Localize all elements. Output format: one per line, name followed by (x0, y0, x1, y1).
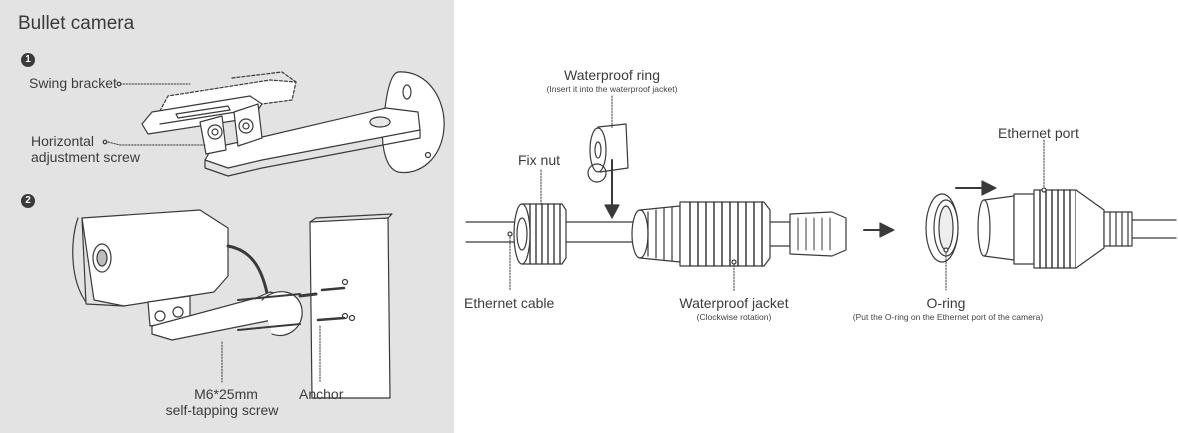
label-adjustment-screw: adjustment screw (31, 149, 140, 165)
label-waterproof-jacket: Waterproof jacket (679, 295, 789, 311)
label-ethernet-cable: Ethernet cable (464, 295, 555, 311)
step1-leader-lines (107, 83, 206, 146)
arrow-to-oring (879, 222, 895, 238)
waterproof-jacket (631, 201, 791, 267)
label-horizontal: Horizontal (31, 133, 95, 149)
arrow-to-port (981, 180, 997, 196)
camera-mounting-assembly (72, 209, 393, 399)
note-waterproof-jacket: (Clockwise rotation) (696, 312, 772, 322)
label-waterproof-ring: Waterproof ring (564, 67, 660, 83)
camera-ethernet-port (977, 189, 1177, 269)
label-self-tapping-screw: self-tapping screw (165, 402, 279, 418)
step2-leader-lines (221, 325, 321, 383)
label-anchor: Anchor (299, 386, 344, 402)
label-swing-bracket: Swing bracket (29, 75, 117, 91)
label-screw-size: M6*25mm (194, 386, 258, 402)
label-o-ring: O-ring (926, 295, 966, 311)
note-waterproof-ring: (Insert it into the waterproof jacket) (546, 84, 678, 94)
label-fix-nut: Fix nut (518, 152, 561, 168)
insert-arrow-head (604, 204, 620, 219)
bracket-illustrations (72, 71, 445, 399)
rj45-plug (789, 211, 847, 257)
note-o-ring: (Put the O-ring on the Ethernet port of … (852, 312, 1044, 322)
waterproof-ring (587, 123, 629, 183)
step-1-badge: 1 (21, 53, 35, 67)
o-ring (925, 193, 959, 263)
swing-bracket-assembly (141, 71, 445, 177)
label-ethernet-port: Ethernet port (998, 125, 1079, 141)
fix-nut (513, 203, 567, 265)
page-title: Bullet camera (18, 13, 135, 34)
right-leader-lines (509, 95, 1045, 293)
step-2-badge: 2 (21, 194, 35, 208)
